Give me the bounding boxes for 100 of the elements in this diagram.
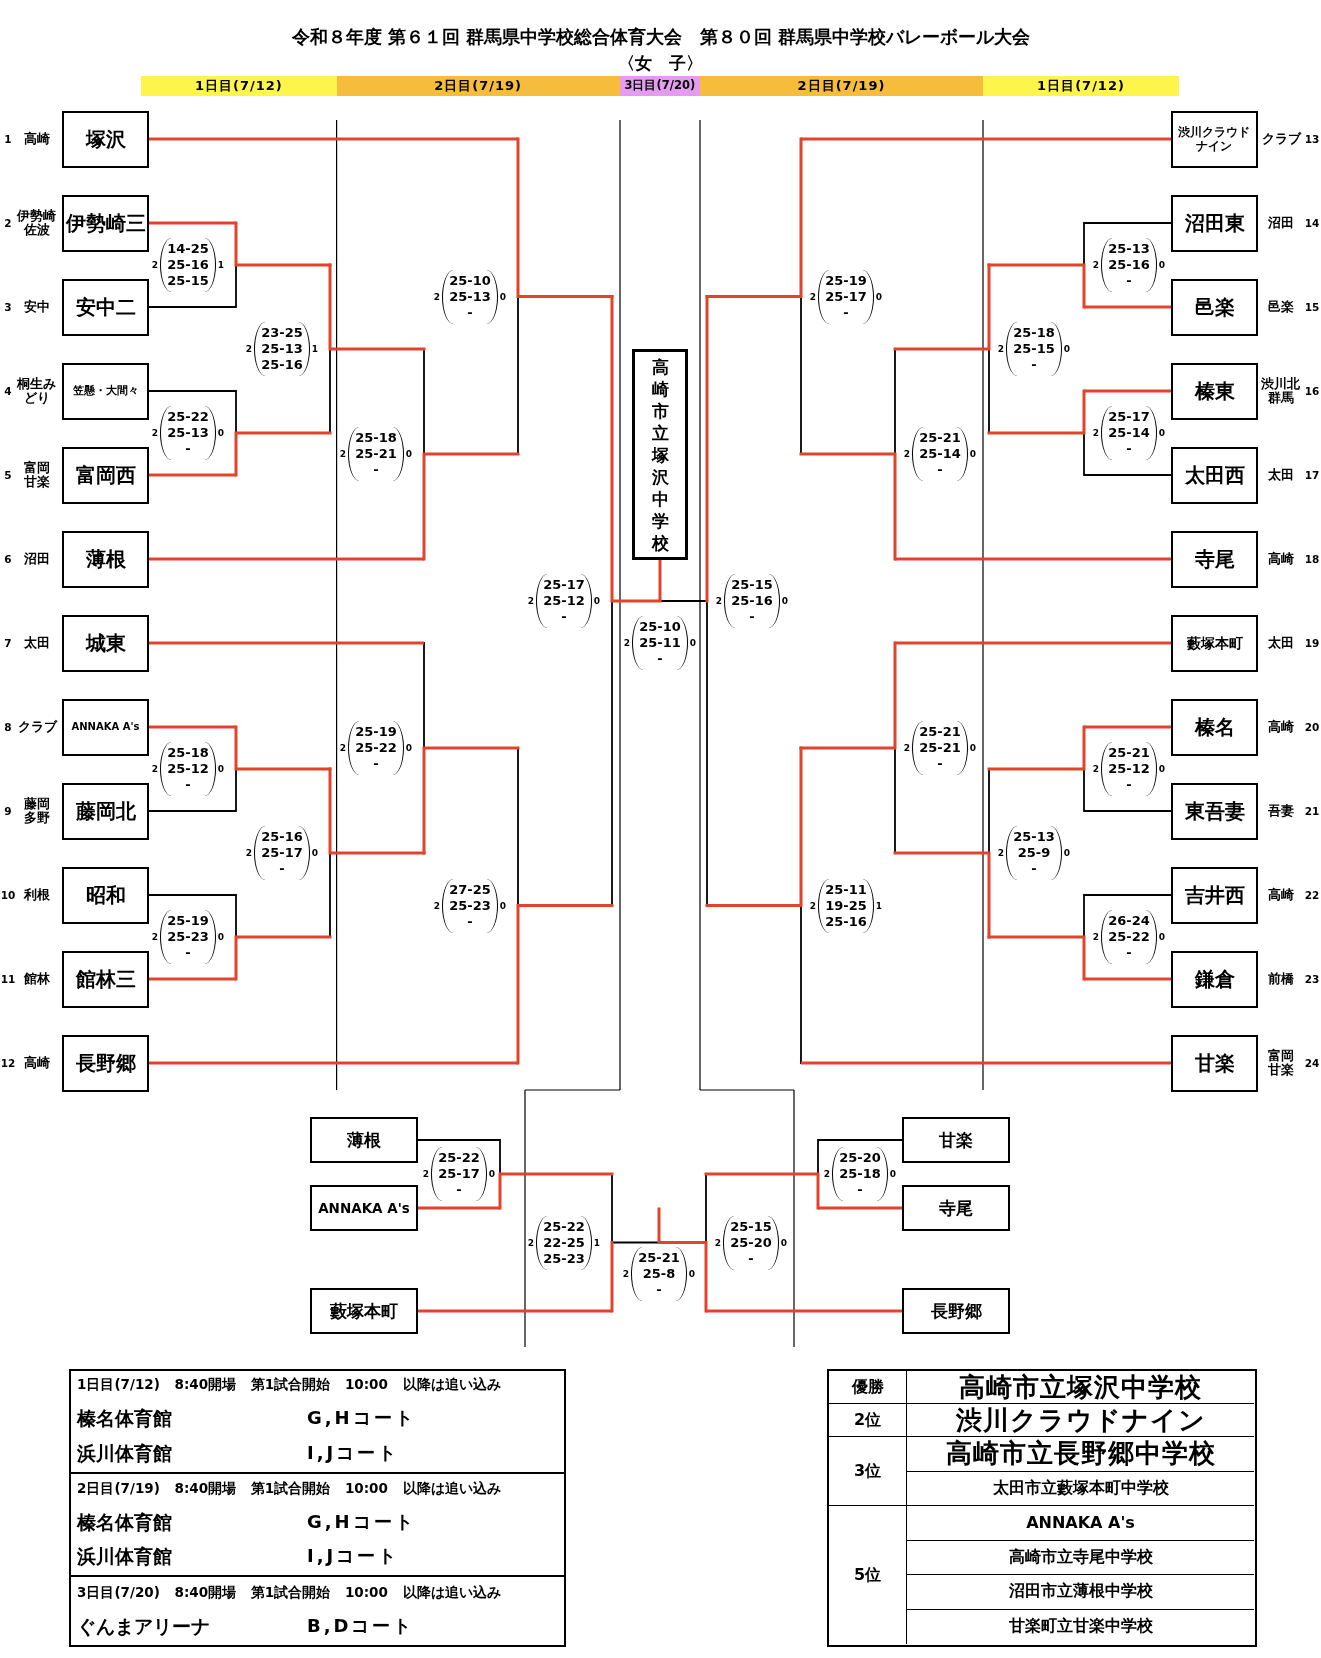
day-header-band: 1日目(7/12) <box>983 76 1179 96</box>
set-scores: 25-20 25-18 - <box>832 1147 888 1201</box>
set-count: 2 <box>997 847 1005 859</box>
team-box: 甘楽 <box>1171 1034 1258 1092</box>
set-count: 2 <box>1092 931 1100 943</box>
bracket-line <box>417 1139 501 1141</box>
set-count: 2 <box>527 1237 535 1248</box>
set-scores: 25-21 25-14 - <box>912 427 968 481</box>
district-label: 桐生みどり <box>16 376 58 406</box>
team-box: 渋川クラウドナイン <box>1171 110 1258 168</box>
seed-number: 14 <box>1304 216 1320 230</box>
bracket-line <box>1083 474 1172 476</box>
set-count: 1 <box>217 259 225 271</box>
team-box: 安中二 <box>62 278 149 336</box>
court-name: I,Jコート <box>307 1544 400 1567</box>
team-box: 塚沢 <box>62 110 149 168</box>
school-cell: 渋川クラウドナイン <box>907 1404 1254 1437</box>
set-scores: 25-15 25-16 - <box>724 574 780 628</box>
venue-name: 浜川体育館 <box>77 1441 172 1464</box>
district-label: 太田 <box>1268 635 1294 651</box>
seed-number: 12 <box>0 1056 16 1070</box>
district-label: クラブ <box>17 719 57 735</box>
seed-number: 10 <box>0 888 16 902</box>
set-scores: 25-18 25-12 - <box>160 742 216 796</box>
set-count: 0 <box>405 448 413 460</box>
set-count: 0 <box>593 595 601 607</box>
set-count: 0 <box>969 448 977 460</box>
day-header-band: 2日目(7/19) <box>336 76 620 96</box>
team-box: 伊勢崎三 <box>62 194 149 252</box>
bracket-line <box>1083 894 1172 896</box>
district-label: 館林 <box>24 971 50 987</box>
team-box: 邑楽 <box>1171 278 1258 336</box>
seed-number: 8 <box>4 720 12 734</box>
district-label: 沼田 <box>1268 215 1294 231</box>
set-scores: 25-13 25-9 - <box>1006 826 1062 880</box>
set-scores: 25-16 25-17 - <box>254 826 310 880</box>
bracket-line <box>658 560 662 601</box>
set-count: 0 <box>1158 931 1166 943</box>
set-count: 2 <box>1092 427 1100 439</box>
set-count: 0 <box>688 1268 696 1280</box>
set-count: 2 <box>714 1237 722 1248</box>
bracket-line <box>149 725 236 729</box>
set-count: 1 <box>875 900 883 911</box>
district-label: 安中 <box>24 299 50 315</box>
team-box: 藪塚本町 <box>1171 614 1258 672</box>
set-scores: 25-22 25-13 - <box>160 406 216 460</box>
set-count: 0 <box>1158 763 1166 775</box>
seed-number: 5 <box>4 468 12 482</box>
team-box: 藤岡北 <box>62 782 149 840</box>
district-label: 渋川北群馬 <box>1260 376 1302 406</box>
district-label: 高崎 <box>1268 887 1294 903</box>
seed-number: 19 <box>1304 636 1320 650</box>
team-box: 城東 <box>62 614 149 672</box>
set-scores: 25-21 25-12 - <box>1101 742 1157 796</box>
set-count: 0 <box>311 847 319 859</box>
diagram-title: 令和８年度 第６１回 群馬県中学校総合体育大会 第８０回 群馬県中学校バレーボール大会 <box>291 26 1031 48</box>
bracket-line <box>706 1309 902 1313</box>
bracket-line <box>149 137 518 141</box>
court-name: B,Dコート <box>307 1614 415 1637</box>
set-count: 0 <box>969 742 977 754</box>
bracket-line <box>801 1061 1171 1065</box>
seed-number: 16 <box>1304 384 1320 398</box>
day-header-band: 1日目(7/12) <box>141 76 337 96</box>
set-count: 2 <box>339 742 347 754</box>
bracket-line <box>149 557 424 561</box>
set-count: 0 <box>499 900 507 911</box>
team-box: 沼田東 <box>1171 194 1258 252</box>
team-box: 長野郷 <box>902 1288 1010 1334</box>
district-label: 太田 <box>1268 467 1294 483</box>
school-cell: 高崎市立塚沢中学校 <box>907 1371 1254 1404</box>
venue-name: 榛名体育館 <box>77 1406 172 1429</box>
team-box: 藪塚本町 <box>310 1288 418 1334</box>
school-cell-text: 甘楽町立甘楽中学校 <box>1007 1615 1154 1638</box>
bracket-line <box>1084 977 1171 981</box>
team-box: 薄根 <box>310 1117 418 1163</box>
school-cell: ANNAKA A's <box>907 1506 1254 1541</box>
seed-number: 9 <box>4 804 12 818</box>
set-count: 2 <box>433 900 441 911</box>
seed-number: 6 <box>4 552 12 566</box>
set-count: 2 <box>151 763 159 775</box>
district-label: 太田 <box>24 635 50 651</box>
district-label: 伊勢崎佐波 <box>16 208 58 238</box>
schedule-header: 1日目(7/12) 8:40開場 第1試合開始 10:00 以降は追い込み <box>77 1375 501 1393</box>
set-count: 2 <box>715 595 723 607</box>
seed-number: 1 <box>4 132 12 146</box>
bracket-line <box>148 390 237 392</box>
team-box: 昭和 <box>62 866 149 924</box>
team-box: 東吾妻 <box>1171 782 1258 840</box>
set-scores: 26-24 25-22 - <box>1101 910 1157 964</box>
bracket-line <box>418 1206 500 1210</box>
set-count: 0 <box>889 1168 897 1180</box>
seed-number: 18 <box>1304 552 1320 566</box>
district-label: クラブ <box>1261 131 1301 147</box>
set-count: 0 <box>217 427 225 439</box>
district-label: 利根 <box>24 887 50 903</box>
rank-cell: 3位 <box>829 1437 907 1506</box>
venue-name: ぐんまアリーナ <box>77 1614 210 1637</box>
set-count: 2 <box>903 448 911 460</box>
seed-number: 22 <box>1304 888 1320 902</box>
district-label: 沼田 <box>24 551 50 567</box>
